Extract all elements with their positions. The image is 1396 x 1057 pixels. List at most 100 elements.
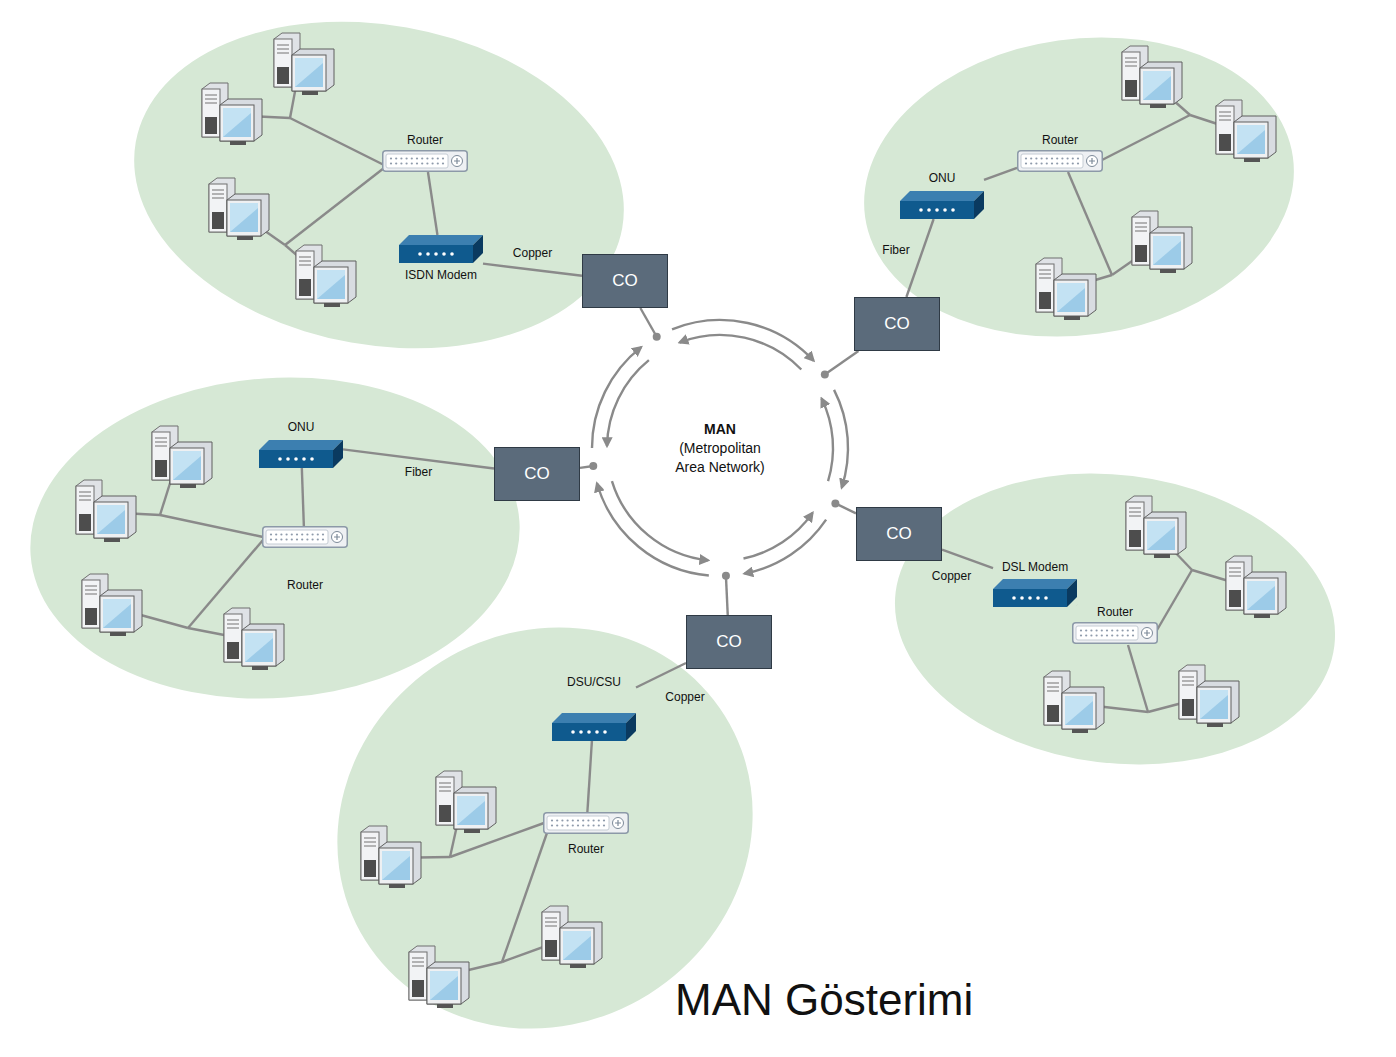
computer-icon [76, 480, 136, 542]
link-line [640, 308, 656, 337]
link-line [906, 219, 933, 297]
computer-icon [1226, 556, 1286, 618]
lan-wire [290, 118, 384, 165]
node-label: ONU [929, 171, 956, 185]
node-label: CO [612, 271, 638, 291]
router-icon [543, 812, 629, 834]
modem-device: DSU/CSU [552, 675, 636, 741]
link-line [587, 741, 592, 812]
node-label: CO [886, 524, 912, 544]
central-office-box: CO [494, 447, 580, 501]
router-device: Router [1072, 605, 1158, 644]
node-label: CO [884, 314, 910, 334]
router-icon [262, 526, 348, 548]
man-ring: MAN(Metropolitan Area Network) [592, 320, 848, 576]
computer-icon [436, 771, 496, 833]
central-office-box: CO [582, 254, 668, 308]
ring-arrow [597, 483, 709, 575]
node-label: Router [1042, 133, 1078, 147]
computer-icon [1126, 496, 1186, 558]
diagram-title: MAN Gösterimi [675, 974, 973, 1026]
medium-label: Copper [665, 690, 704, 704]
ring-arrow [680, 335, 802, 370]
link-line [636, 663, 686, 687]
ring-arrow [822, 398, 833, 481]
node-label: (Metropolitan Area Network) [670, 439, 770, 477]
link-line [483, 264, 582, 276]
computer-icon [202, 83, 262, 145]
medium-label: Fiber [882, 243, 909, 257]
medium-label: Fiber [405, 465, 432, 479]
computer-icon [209, 178, 269, 240]
medium-label: Copper [513, 246, 552, 260]
ring-arrow [834, 390, 848, 488]
modem-device: ISDN Modem [399, 235, 483, 282]
node-label: ONU [288, 420, 315, 434]
ring-junction [722, 572, 730, 580]
router-icon [1017, 150, 1103, 172]
node-label: Router [287, 578, 323, 592]
computer-icon [1216, 100, 1276, 162]
modem-device: DSL Modem [993, 560, 1077, 607]
router-icon [382, 150, 468, 172]
router-icon [1072, 622, 1158, 644]
central-office-box: CO [856, 507, 942, 561]
lan-wire [285, 168, 384, 245]
central-office-box: CO [854, 297, 940, 351]
modem-device: ONU [259, 420, 343, 468]
modem-icon [993, 579, 1077, 607]
router-device: Router [1017, 133, 1103, 172]
site-region [845, 10, 1314, 363]
site-region [108, 0, 650, 385]
ring-arrow [743, 513, 812, 559]
lan-wire [502, 830, 548, 962]
link-line [726, 576, 728, 615]
ring-junction [589, 462, 597, 470]
computer-icon [409, 946, 469, 1008]
lan-wire [160, 515, 263, 537]
lan-wire [1157, 570, 1192, 630]
computer-icon [542, 906, 602, 968]
node-label: Router [568, 842, 604, 856]
node-label: DSL Modem [1002, 560, 1068, 574]
lan-wire [1102, 115, 1190, 160]
link-line [428, 172, 438, 235]
node-label: CO [524, 464, 550, 484]
computer-icon [1122, 46, 1182, 108]
link-line [825, 351, 859, 375]
node-label: Router [1097, 605, 1133, 619]
computer-icon [1179, 665, 1239, 727]
modem-device: ONU [900, 171, 984, 219]
ring-junction [653, 333, 661, 341]
modem-icon [900, 191, 984, 219]
computer-icon [361, 826, 421, 888]
link-line [942, 550, 993, 569]
modem-icon [552, 713, 636, 741]
node-label: CO [716, 632, 742, 652]
node-label: MAN [704, 420, 736, 439]
computer-icon [152, 426, 212, 488]
link-line [1076, 604, 1078, 606]
site-region [878, 449, 1352, 789]
computer-icon [1132, 211, 1192, 273]
router-device: Router [262, 526, 348, 592]
modem-icon [399, 235, 483, 263]
ring-arrow [744, 520, 826, 574]
modem-icon [259, 440, 343, 468]
computer-icon [274, 33, 334, 95]
computer-icon [82, 574, 142, 636]
link-line [984, 168, 1017, 180]
computer-icon [296, 245, 356, 307]
computer-icon [1036, 258, 1096, 320]
node-label: ISDN Modem [405, 268, 477, 282]
central-office-box: CO [686, 615, 772, 669]
router-device: Router [543, 812, 629, 856]
lan-wire [1128, 645, 1148, 712]
ring-junction [831, 499, 839, 507]
node-label: DSU/CSU [567, 675, 621, 689]
medium-label: Copper [932, 569, 971, 583]
lan-wire [1068, 172, 1112, 275]
